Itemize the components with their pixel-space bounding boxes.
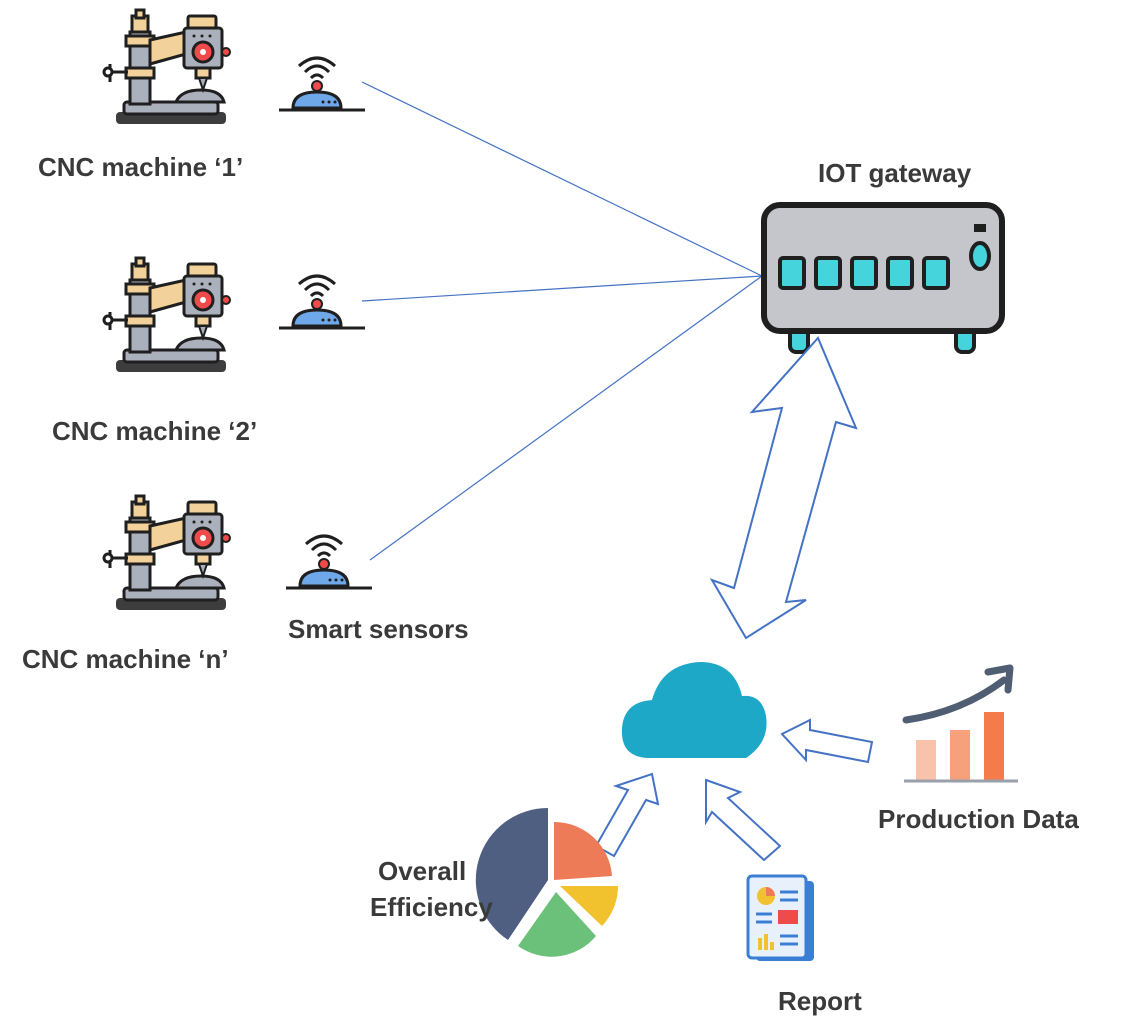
- pie-chart-icon: [475, 807, 618, 957]
- cnc-machine-icon: [102, 494, 232, 612]
- smart-sensor-icon: [284, 534, 374, 590]
- gateway-label: IOT gateway: [818, 158, 972, 188]
- efficiency-label-line2: Efficiency: [370, 892, 493, 922]
- production-data-label: Production Data: [878, 804, 1079, 834]
- bar-chart-icon: [902, 664, 1018, 783]
- cnc-machine-icon: [102, 8, 232, 126]
- connector-machine-n: [369, 275, 763, 561]
- report-label: Report: [778, 986, 862, 1016]
- production-data-arrow: [780, 718, 874, 764]
- cloud-icon: [621, 662, 767, 758]
- connector-machine-2: [361, 275, 763, 302]
- connector-machine-1: [361, 81, 763, 277]
- bidirectional-arrow: [709, 336, 858, 640]
- machine-1-label: CNC machine ‘1’: [38, 152, 243, 182]
- connector-lines: [361, 81, 763, 561]
- report-icon: [746, 874, 814, 961]
- cnc-machine-icon: [102, 256, 232, 374]
- sensors-label: Smart sensors: [288, 614, 469, 644]
- efficiency-label-line1: Overall: [378, 856, 466, 886]
- machine-2-label: CNC machine ‘2’: [52, 416, 257, 446]
- iot-gateway-icon: [761, 202, 1005, 354]
- trend-arrow: [902, 676, 1008, 724]
- machine-n-label: CNC machine ‘n’: [22, 644, 229, 674]
- report-arrow: [705, 778, 782, 862]
- smart-sensor-icon: [277, 274, 367, 330]
- smart-sensor-icon: [277, 56, 367, 112]
- efficiency-arrow: [594, 772, 660, 858]
